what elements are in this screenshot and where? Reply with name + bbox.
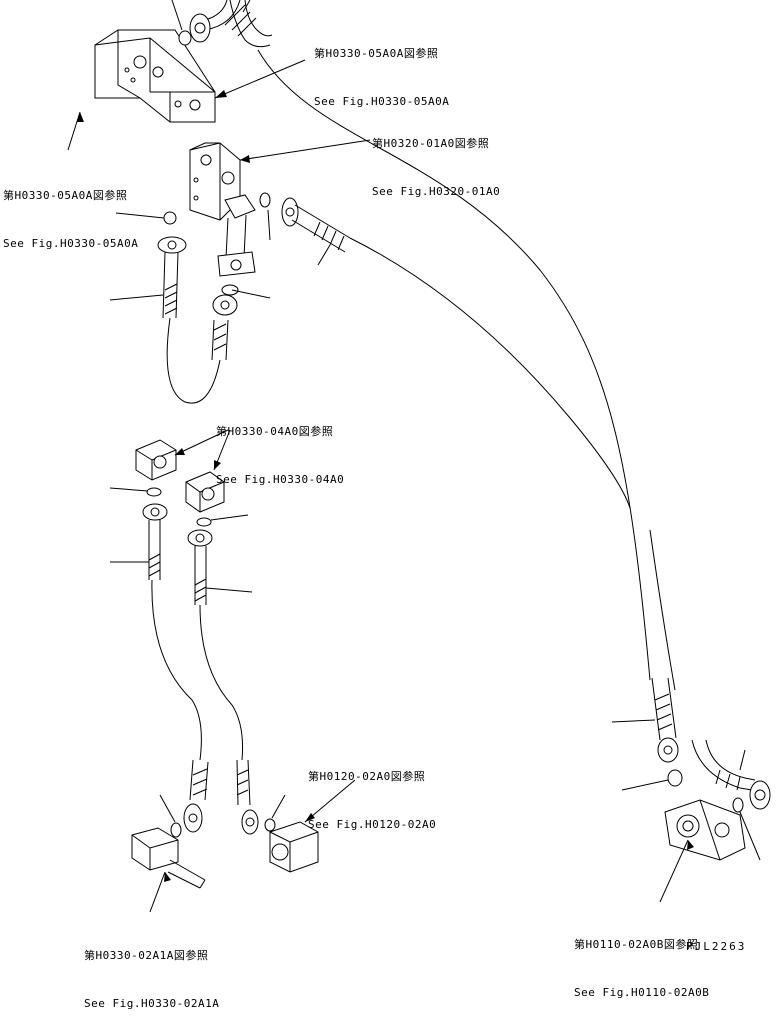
pump-assembly-right [651, 677, 771, 861]
reference-en: See Fig.H0330-05A0A [3, 237, 139, 250]
reference-label-h0330-04a0: 第H0330-04A0図参照 See Fig.H0330-04A0 [216, 392, 344, 504]
block-bottom-left [131, 827, 206, 889]
reference-en: See Fig.H0330-02A1A [84, 997, 220, 1010]
reference-en: See Fig.H0330-04A0 [216, 473, 345, 486]
reference-label-h0330-05a0a-left: 第H0330-05A0A図参照 See Fig.H0330-05A0A [3, 156, 138, 268]
reference-en: See Fig.H0120-02A0 [308, 818, 437, 831]
pipe-middle-down [217, 194, 256, 277]
reference-jp: 第H0110-02A0B図参照 [574, 938, 699, 951]
hydraulic-piping-drawing [67, 0, 771, 913]
hose-top [178, 0, 273, 48]
drawing-code: PJL2263 [686, 940, 747, 953]
block-bottom-middle [269, 821, 319, 873]
leader-lines [67, 0, 761, 913]
reference-jp: 第H0330-02A1A図参照 [84, 949, 209, 962]
hose-left-upper [157, 211, 239, 404]
hose-pair-lower [142, 503, 276, 838]
reference-label-h0110-02a0b: 第H0110-02A0B図参照 See Fig.H0110-02A0B [574, 905, 709, 1017]
hose-middle-right [259, 192, 631, 509]
reference-jp: 第H0330-05A0A図参照 [3, 189, 128, 202]
reference-en: See Fig.H0330-05A0A [314, 95, 450, 108]
reference-jp: 第H0330-04A0図参照 [216, 425, 334, 438]
reference-label-h0320-01a0: 第H0320-01A0図参照 See Fig.H0320-01A0 [372, 104, 500, 216]
reference-label-h0120-02a0: 第H0120-02A0図参照 See Fig.H0120-02A0 [308, 737, 436, 849]
reference-label-h0330-05a0a-top: 第H0330-05A0A図参照 See Fig.H0330-05A0A [314, 14, 449, 126]
reference-jp: 第H0320-01A0図参照 [372, 137, 490, 150]
diagram-canvas: 第H0330-05A0A図参照 See Fig.H0330-05A0A 第H03… [3, 0, 771, 1010]
reference-en: See Fig.H0320-01A0 [372, 185, 501, 198]
reference-label-h0330-02a1a: 第H0330-02A1A図参照 See Fig.H0330-02A1A [84, 916, 219, 1028]
hose-long-right-inner [649, 529, 676, 691]
reference-jp: 第H0120-02A0図参照 [308, 770, 426, 783]
block-pair-middle [135, 439, 225, 527]
reference-en: See Fig.H0110-02A0B [574, 986, 710, 999]
reference-jp: 第H0330-05A0A図参照 [314, 47, 439, 60]
valve-block-top [94, 29, 216, 123]
